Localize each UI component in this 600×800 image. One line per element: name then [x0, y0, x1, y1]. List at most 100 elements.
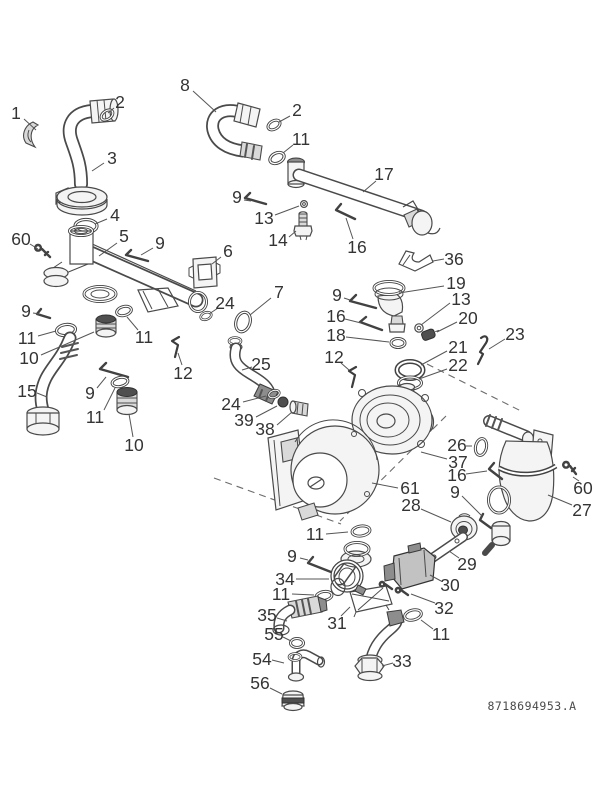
part-callout-24: 24	[221, 394, 241, 414]
part-30-actuator	[383, 542, 436, 590]
part-16-pin	[334, 202, 357, 221]
part-callout-11: 11	[18, 328, 36, 348]
part-callout-11: 11	[86, 407, 104, 427]
part-2-oring	[266, 118, 282, 132]
leader-line	[465, 470, 488, 475]
part-3-pipe	[55, 98, 119, 216]
part-20-sensor	[421, 328, 440, 341]
leader-line	[345, 336, 390, 343]
leader-line	[36, 392, 48, 398]
leader-line	[282, 636, 292, 642]
part-6-bracket	[188, 256, 221, 289]
leader-line	[249, 297, 272, 316]
leader-line	[274, 205, 300, 216]
leader-line	[488, 338, 506, 350]
part-callout-25: 25	[251, 354, 270, 374]
part-callout-1: 1	[11, 103, 21, 123]
part-callout-60: 60	[573, 478, 593, 498]
part-7-oring	[234, 310, 252, 334]
part-26-oring	[473, 437, 489, 457]
part-callout-35: 35	[257, 605, 276, 625]
leader-line	[96, 376, 107, 389]
part-23-clip	[476, 335, 489, 366]
leader-line	[398, 285, 445, 294]
part-60-screw	[562, 460, 578, 476]
part-31-bracket	[349, 585, 393, 618]
part-callout-11: 11	[272, 584, 290, 604]
leader-line	[91, 162, 105, 172]
leader-line	[276, 411, 293, 426]
part-callout-11: 11	[432, 624, 450, 644]
leader-line	[271, 659, 285, 664]
part-callout-16: 16	[447, 465, 466, 485]
part-11-oring	[268, 150, 286, 166]
part-11-oring	[110, 375, 130, 389]
leader-line	[211, 256, 222, 265]
part-callout-8: 8	[180, 75, 190, 95]
leader-line	[276, 617, 288, 622]
leader-line	[107, 107, 115, 114]
leader-line	[288, 230, 297, 238]
part-callout-15: 15	[17, 381, 36, 401]
part-callout-13: 13	[254, 208, 273, 228]
part-14-fitting	[293, 211, 313, 241]
part-callout-18: 18	[326, 325, 345, 345]
part-callout-9: 9	[155, 233, 165, 253]
part-36-bracket	[398, 250, 434, 272]
part-callout-11: 11	[306, 524, 324, 544]
part-callout-31: 31	[327, 613, 346, 633]
part-callout-9: 9	[21, 301, 31, 321]
part-callout-55: 55	[264, 624, 283, 644]
part-callout-3: 3	[107, 148, 117, 168]
part-callout-26: 26	[447, 435, 466, 455]
leader-line	[177, 352, 183, 366]
part-callout-9: 9	[332, 285, 342, 305]
part-callout-33: 33	[392, 651, 411, 671]
part-55-washer	[289, 637, 305, 649]
part-39-nut	[277, 396, 289, 408]
part-callout-9: 9	[85, 383, 95, 403]
part-12-clip	[170, 335, 181, 359]
part-callout-4: 4	[110, 205, 120, 225]
part-callout-12: 12	[324, 347, 343, 367]
leader-line	[344, 318, 362, 324]
leader-line	[23, 118, 37, 131]
part-callout-9: 9	[450, 482, 460, 502]
leader-line	[299, 557, 309, 561]
part-callout-28: 28	[401, 495, 420, 515]
leader-line	[420, 451, 448, 460]
part-38-coupling	[289, 400, 309, 417]
part-callout-56: 56	[250, 673, 269, 693]
part-11-oring	[403, 608, 423, 622]
leader-line	[98, 242, 118, 257]
leader-line	[40, 331, 95, 356]
part-9-pin	[243, 191, 268, 206]
part-34-elbow-clamp	[330, 541, 372, 597]
leader-line	[37, 330, 57, 337]
part-callout-10: 10	[19, 348, 39, 368]
part-27-valve	[482, 414, 558, 556]
leader-line	[420, 619, 434, 630]
leader-line	[420, 302, 451, 326]
leader-line	[429, 574, 442, 582]
part-8-hose	[206, 102, 263, 161]
leader-line	[29, 243, 39, 250]
part-callout-54: 54	[252, 649, 272, 669]
part-54-pipe	[287, 649, 326, 682]
part-callout-37: 37	[448, 452, 467, 472]
leader-line	[461, 495, 483, 517]
leader-line	[432, 258, 445, 262]
part-callout-23: 23	[505, 324, 524, 344]
leader-line	[208, 307, 219, 315]
leader-line	[448, 550, 460, 559]
part-24-oring	[199, 310, 213, 322]
part-5-manifold	[43, 225, 208, 313]
part-19-elbow	[372, 280, 406, 333]
part-13-washer	[414, 323, 424, 333]
leader-line	[420, 508, 452, 523]
leader-line	[128, 413, 134, 438]
leader-line	[103, 387, 116, 411]
